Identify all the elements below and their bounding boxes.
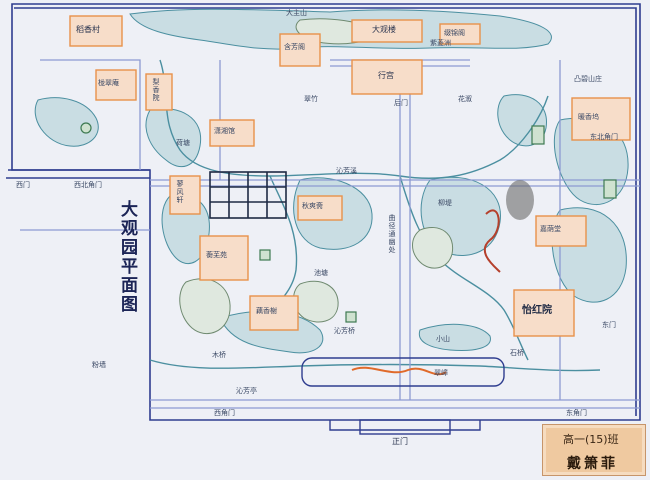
east-hill	[412, 227, 454, 269]
label-qiushuang: 秋爽斋	[302, 202, 323, 210]
label-stream: 沁芳溪	[336, 167, 357, 175]
hall-xinggong	[351, 59, 423, 95]
label-back-west-gate: 西北角门	[74, 181, 102, 189]
hall-daoxiang	[69, 15, 123, 47]
label-daoxiang: 稻香村	[76, 25, 100, 34]
label-small-hill: 小山	[436, 335, 450, 343]
label-lingzhi: 蓼风轩	[176, 180, 184, 204]
label-xiaoxiang: 潇湘馆	[214, 127, 235, 135]
label-xiuzhu: 凸碧山庄	[574, 75, 602, 83]
pavilion-5	[80, 122, 92, 134]
label-front-path: 曲径通幽处	[388, 214, 396, 254]
hall-xiaoxiang	[209, 119, 255, 147]
label-zijin: 紫菱洲	[430, 39, 451, 47]
label-zhuiyong: 缀锦阁	[444, 29, 465, 37]
label-east-corner-gate: 东角门	[566, 409, 587, 417]
label-nuanxiang: 暖香坞	[578, 113, 599, 121]
hall-zhuiyong	[439, 23, 481, 45]
label-ouxiang: 藕香榭	[256, 307, 277, 315]
label-wall: 粉墙	[92, 361, 106, 369]
pavilion-1	[531, 125, 545, 145]
label-main-gate: 正门	[392, 437, 408, 446]
signature-class: 高一(15)班	[563, 433, 619, 446]
pavilion-3	[259, 249, 271, 261]
label-back-east-gate: 东北角门	[590, 133, 618, 141]
label-yihong: 怡红院	[522, 305, 552, 316]
hall-qiushuang	[297, 195, 343, 221]
label-lotus: 荷塘	[176, 139, 190, 147]
label-bridge-east: 石桥	[510, 349, 524, 357]
grid-court	[209, 171, 287, 219]
hall-lingzhi	[169, 175, 201, 215]
small-pond	[418, 323, 491, 351]
plaza-path	[351, 366, 447, 376]
label-rockery: 翠嶂	[434, 369, 448, 377]
label-pond: 池塘	[314, 269, 328, 277]
label-bridge-west: 木桥	[212, 351, 226, 359]
label-west-gate: 西门	[16, 181, 30, 189]
label-west-corner-gate: 西角门	[214, 409, 235, 417]
hall-nuanxiang	[571, 97, 631, 141]
outer-wall	[6, 3, 641, 421]
label-lixiang: 梨香院	[152, 78, 160, 102]
label-xinggong: 行宫	[378, 71, 394, 80]
pavilion-4	[345, 311, 357, 323]
label-hengwu: 蘅芜苑	[206, 251, 227, 259]
winding-bridge	[483, 209, 501, 273]
label-east-gate: 东门	[602, 321, 616, 329]
label-big-hill: 大主山	[286, 9, 307, 17]
hall-daxiang	[351, 19, 423, 43]
signature-name: 戴箫菲	[567, 456, 618, 472]
label-jiaxiu: 嘉荫堂	[540, 225, 561, 233]
hall-hengwu	[199, 235, 249, 281]
hall-hanfang	[279, 33, 321, 67]
label-daxiang: 大观楼	[372, 25, 396, 34]
smudge	[506, 180, 534, 220]
label-hanfang: 含芳阁	[284, 43, 305, 51]
southwest-hill	[179, 278, 231, 334]
front-plaza	[301, 357, 505, 435]
hall-jiaxiu	[535, 215, 587, 247]
halls	[69, 15, 631, 337]
hall-yihong	[513, 289, 575, 337]
label-huayin: 花溆	[458, 95, 472, 103]
label-pavilion: 沁芳亭	[236, 387, 257, 395]
signature-card: 高一(15)班 戴箫菲	[542, 424, 646, 476]
hall-longcui	[95, 69, 137, 101]
label-back-gate: 后门	[394, 99, 408, 107]
hall-ouxiang	[249, 295, 299, 331]
pavilions	[80, 122, 617, 323]
west-north-pond	[34, 97, 99, 147]
hall-lixiang	[145, 73, 173, 111]
pavilion-2	[603, 179, 617, 199]
map-title: 大观园平面图	[117, 200, 137, 314]
label-longcui: 栊翠庵	[98, 79, 119, 87]
label-bamboo: 翠竹	[304, 95, 318, 103]
label-willow: 柳堤	[438, 199, 452, 207]
label-flower-bridge: 沁芳桥	[334, 327, 355, 335]
